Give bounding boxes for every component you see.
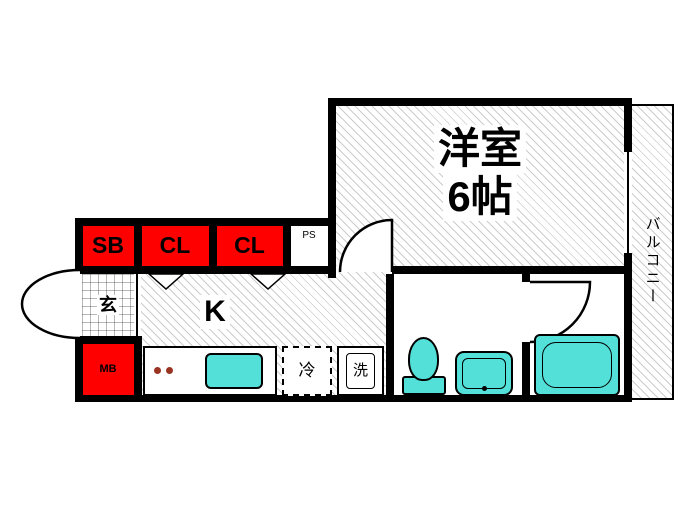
pipe-space-label: PS (302, 230, 316, 242)
faucet-dot (482, 386, 487, 391)
entrance-floor (82, 274, 134, 336)
wall-segment (283, 218, 291, 274)
wall-segment (386, 274, 394, 402)
kitchen-counter (143, 346, 277, 396)
vanity-basin (462, 358, 506, 389)
closet-a-label: CL (159, 232, 191, 259)
vanity-sink (455, 351, 513, 396)
stove-burner (154, 367, 161, 374)
entrance-step-line (136, 274, 138, 336)
wall-segment (209, 218, 217, 274)
wall-segment (134, 336, 142, 402)
closet-door-mark (147, 273, 185, 291)
door-swing-arc-main-room (338, 218, 394, 273)
entrance-label: 玄 (97, 294, 119, 316)
main-room-size: 6帖 (443, 173, 517, 222)
wall-segment (328, 98, 336, 278)
meter-box-label: MB (99, 363, 117, 376)
wall-segment (75, 395, 632, 402)
wall-segment (134, 218, 142, 274)
shoe-box (82, 225, 134, 266)
shoe-box-label: SB (92, 232, 124, 259)
wall-segment (392, 266, 632, 274)
pipe-space-box (290, 225, 328, 272)
wall-segment (75, 340, 83, 402)
stove-burner (166, 367, 173, 374)
closet-door-mark (249, 273, 287, 291)
balcony-label: バルコニー (643, 216, 661, 306)
washing-machine-label: 洗 (345, 353, 375, 389)
wall-segment (75, 336, 141, 344)
wall-segment (328, 98, 632, 106)
refrigerator-label: 冷 (298, 361, 316, 381)
washing-machine-box: 洗 (337, 346, 384, 396)
wall-segment (624, 274, 632, 402)
meter-box (82, 344, 134, 395)
balcony-window (624, 150, 632, 255)
closet-b-box (216, 225, 283, 266)
main-room-name: 洋室 (433, 124, 526, 173)
kitchen-sink (205, 353, 263, 389)
kitchen-label: K (190, 292, 240, 332)
balcony-floor (630, 104, 674, 400)
refrigerator-box: 冷 (282, 346, 332, 396)
wall-segment (75, 218, 83, 272)
door-swing-arc-front-entrance (20, 268, 81, 340)
bathtub (534, 334, 620, 396)
wall-segment (75, 266, 336, 274)
wall-segment (75, 218, 335, 226)
bathtub-inner (542, 342, 612, 388)
wall-segment (522, 274, 530, 282)
wall-segment (522, 342, 530, 402)
closet-b-label: CL (234, 232, 265, 259)
closet-a-box (141, 225, 209, 266)
toilet-bowl (408, 337, 439, 381)
main-room-label: 洋室 6帖 (336, 118, 624, 228)
